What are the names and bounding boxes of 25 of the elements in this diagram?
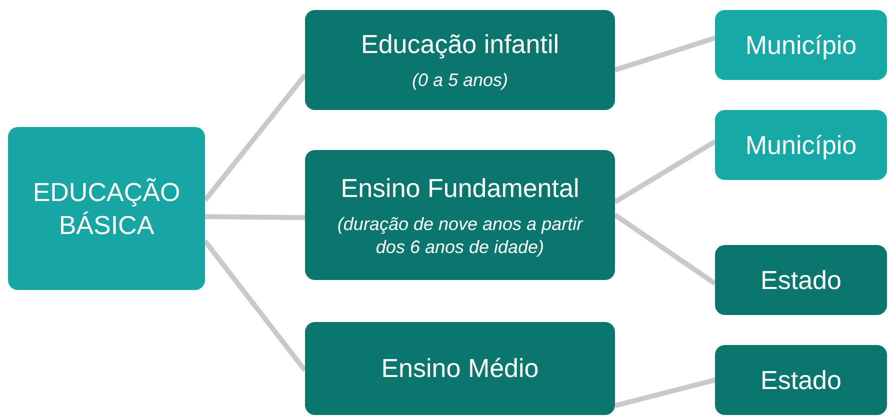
- connector-line: [614, 378, 716, 408]
- connector-line: [204, 214, 306, 220]
- box-subtitle: (duração de nove anos a partir dos 6 anos de idade): [336, 212, 584, 258]
- municipal-box: [715, 10, 887, 80]
- box-title: Estado: [760, 364, 842, 396]
- box-title: Educação infantil: [360, 28, 560, 61]
- state-box: [715, 345, 887, 415]
- root-box: [8, 127, 205, 290]
- municipal-box: [715, 110, 887, 180]
- level-box: [305, 322, 615, 415]
- box-title: Ensino Médio: [381, 352, 539, 385]
- box-title: Município: [745, 28, 857, 62]
- connector-line: [614, 212, 716, 286]
- box-title: Município: [745, 128, 857, 162]
- state-box: [715, 245, 887, 315]
- box-title: EDUCAÇÃO BÁSICA: [32, 176, 182, 242]
- box-subtitle: (0 a 5 anos): [410, 69, 510, 92]
- box-title: Estado: [760, 264, 842, 296]
- connector-line: [614, 36, 716, 72]
- level-box: [305, 10, 615, 110]
- level-box: [305, 150, 615, 280]
- box-title: Ensino Fundamental: [340, 172, 580, 204]
- connector-line: [614, 139, 716, 204]
- connector-line: [203, 73, 307, 202]
- connector-line: [203, 240, 307, 372]
